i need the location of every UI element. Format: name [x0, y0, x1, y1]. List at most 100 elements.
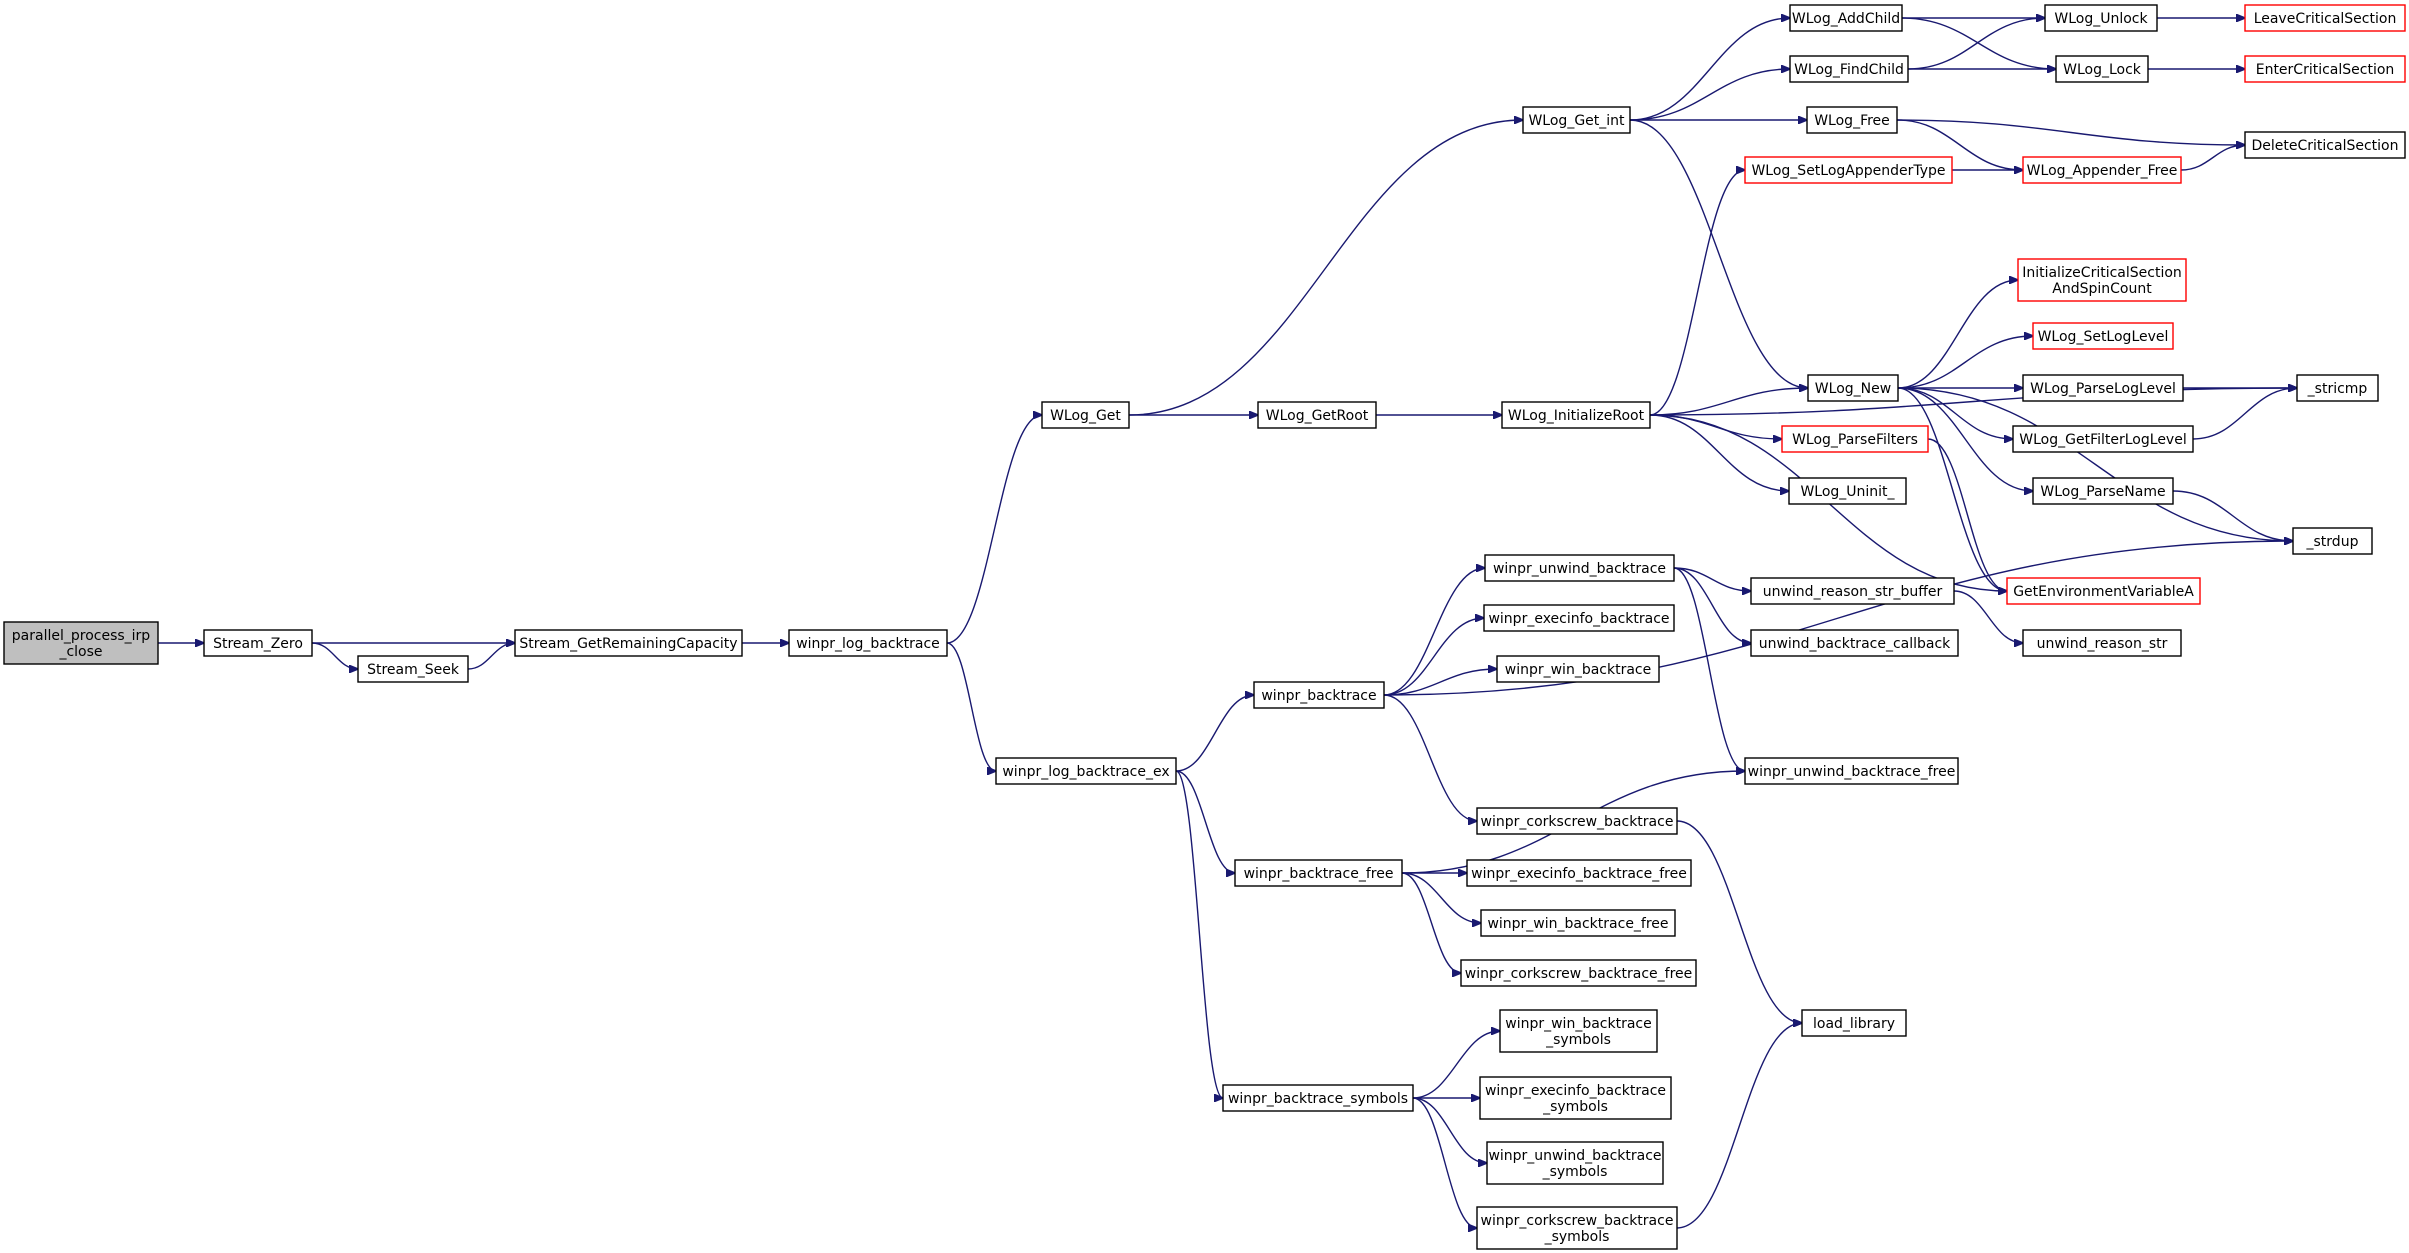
- node-wlog-getroot[interactable]: WLog_GetRoot: [1257, 401, 1377, 429]
- node-wlog-lock[interactable]: WLog_Lock: [2055, 55, 2149, 83]
- node-box[interactable]: [1501, 401, 1651, 429]
- node-root[interactable]: parallel_process_irp_close: [3, 621, 159, 665]
- node-box[interactable]: [1466, 859, 1692, 887]
- node-box[interactable]: [2006, 577, 2201, 605]
- node-box[interactable]: [1496, 655, 1660, 683]
- node-box[interactable]: [2244, 131, 2406, 159]
- node-winpr-backtrace-symbols[interactable]: winpr_backtrace_symbols: [1222, 1084, 1414, 1112]
- node-wlog-findchild[interactable]: WLog_FindChild: [1789, 55, 1909, 83]
- node-box[interactable]: [1484, 554, 1675, 582]
- node-wlog-get[interactable]: WLog_Get: [1041, 401, 1130, 429]
- node-winpr-log-backtrace-ex[interactable]: winpr_log_backtrace_ex: [995, 757, 1177, 785]
- node-unwind-backtrace-callback[interactable]: unwind_backtrace_callback: [1750, 629, 1959, 657]
- node-box[interactable]: [2022, 629, 2182, 657]
- node-box[interactable]: [1222, 1084, 1414, 1112]
- node-unwind-reason-str[interactable]: unwind_reason_str: [2022, 629, 2182, 657]
- node-stream-getremainingcapacity[interactable]: Stream_GetRemainingCapacity: [514, 629, 743, 657]
- node-winpr-win-backtrace[interactable]: winpr_win_backtrace: [1496, 655, 1660, 683]
- node-box[interactable]: [1788, 477, 1907, 505]
- node-getenvironmentvariablea[interactable]: GetEnvironmentVariableA: [2006, 577, 2201, 605]
- node-unwind-reason-str-buffer[interactable]: unwind_reason_str_buffer: [1750, 577, 1955, 605]
- node-box[interactable]: [2012, 425, 2194, 453]
- node-box[interactable]: [1750, 577, 1955, 605]
- node-box[interactable]: [1041, 401, 1130, 429]
- node-box[interactable]: [1807, 374, 1899, 402]
- node-winpr-execinfo-backtrace-free[interactable]: winpr_execinfo_backtrace_free: [1466, 859, 1692, 887]
- node-winpr-backtrace[interactable]: winpr_backtrace: [1253, 681, 1385, 709]
- node-box[interactable]: [1750, 629, 1959, 657]
- node-winpr-corkscrew-backtrace-free[interactable]: winpr_corkscrew_backtrace_free: [1460, 959, 1697, 987]
- node-box[interactable]: [357, 655, 469, 683]
- node-box[interactable]: [1257, 401, 1377, 429]
- node-box[interactable]: [1781, 425, 1929, 453]
- node-box[interactable]: [2032, 477, 2174, 505]
- node-box[interactable]: [2296, 374, 2379, 402]
- node-wlog-parseloglevel[interactable]: WLog_ParseLogLevel: [2022, 374, 2184, 402]
- node-box[interactable]: [995, 757, 1177, 785]
- node-winpr-backtrace-free[interactable]: winpr_backtrace_free: [1234, 859, 1403, 887]
- node-winpr-execinfo-backtrace-symbols[interactable]: winpr_execinfo_backtrace_symbols: [1479, 1076, 1672, 1120]
- node-wlog-getfilterloglevel[interactable]: WLog_GetFilterLogLevel: [2012, 425, 2194, 453]
- node-wlog-initializeroot[interactable]: WLog_InitializeRoot: [1501, 401, 1651, 429]
- node-box[interactable]: [2044, 4, 2158, 32]
- node-box[interactable]: [2244, 55, 2406, 83]
- node-box[interactable]: [203, 629, 313, 657]
- node-wlog-parsefilters[interactable]: WLog_ParseFilters: [1781, 425, 1929, 453]
- node-wlog-free[interactable]: WLog_Free: [1806, 106, 1898, 134]
- node-box[interactable]: [1789, 4, 1903, 32]
- node-box[interactable]: [1801, 1009, 1907, 1037]
- node-entercriticalsection[interactable]: EnterCriticalSection: [2244, 55, 2406, 83]
- node-box[interactable]: [1806, 106, 1898, 134]
- node-wlog-appender-free[interactable]: WLog_Appender_Free: [2022, 156, 2182, 184]
- node-box[interactable]: [1483, 604, 1675, 632]
- node-winpr-win-backtrace-symbols[interactable]: winpr_win_backtrace_symbols: [1499, 1009, 1658, 1053]
- node-box[interactable]: [2055, 55, 2149, 83]
- node-box[interactable]: [788, 629, 948, 657]
- node-wlog-setloglevel[interactable]: WLog_SetLogLevel: [2032, 322, 2174, 350]
- node-stream-zero[interactable]: Stream_Zero: [203, 629, 313, 657]
- node-winpr-execinfo-backtrace[interactable]: winpr_execinfo_backtrace: [1483, 604, 1675, 632]
- node-box[interactable]: [514, 629, 743, 657]
- node-box[interactable]: [1522, 106, 1631, 134]
- node-box[interactable]: [1234, 859, 1403, 887]
- node-box[interactable]: [2244, 4, 2406, 32]
- node-wlog-uninit[interactable]: WLog_Uninit_: [1788, 477, 1907, 505]
- node-box[interactable]: [1486, 1141, 1664, 1185]
- node-box[interactable]: [1460, 959, 1697, 987]
- node-wlog-get-int[interactable]: WLog_Get_int: [1522, 106, 1631, 134]
- node-wlog-parsename[interactable]: WLog_ParseName: [2032, 477, 2174, 505]
- node-box[interactable]: [1476, 807, 1678, 835]
- node-box[interactable]: [1480, 909, 1676, 937]
- node-box[interactable]: [1499, 1009, 1658, 1053]
- node-box[interactable]: [1479, 1076, 1672, 1120]
- node-box[interactable]: [3, 621, 159, 665]
- node-wlog-unlock[interactable]: WLog_Unlock: [2044, 4, 2158, 32]
- node-load-library[interactable]: load_library: [1801, 1009, 1907, 1037]
- node-box[interactable]: [1789, 55, 1909, 83]
- node-box[interactable]: [2292, 527, 2373, 555]
- node-box[interactable]: [1744, 156, 1953, 184]
- node-box[interactable]: [1476, 1206, 1678, 1250]
- node-box[interactable]: [1253, 681, 1385, 709]
- node-box[interactable]: [2022, 374, 2184, 402]
- node-box[interactable]: [2022, 156, 2182, 184]
- node-winpr-corkscrew-backtrace[interactable]: winpr_corkscrew_backtrace: [1476, 807, 1678, 835]
- node-wlog-setlogappendertype[interactable]: WLog_SetLogAppenderType: [1744, 156, 1953, 184]
- node-winpr-unwind-backtrace-symbols[interactable]: winpr_unwind_backtrace_symbols: [1486, 1141, 1664, 1185]
- node-stream-seek[interactable]: Stream_Seek: [357, 655, 469, 683]
- node-winpr-unwind-backtrace-free[interactable]: winpr_unwind_backtrace_free: [1744, 757, 1959, 785]
- node-winpr-log-backtrace[interactable]: winpr_log_backtrace: [788, 629, 948, 657]
- node-winpr-win-backtrace-free[interactable]: winpr_win_backtrace_free: [1480, 909, 1676, 937]
- node-deletecriticalsection[interactable]: DeleteCriticalSection: [2244, 131, 2406, 159]
- node-winpr-unwind-backtrace[interactable]: winpr_unwind_backtrace: [1484, 554, 1675, 582]
- node-leavecriticalsection[interactable]: LeaveCriticalSection: [2244, 4, 2406, 32]
- node-wlog-addchild[interactable]: WLog_AddChild: [1789, 4, 1903, 32]
- node-stricmp[interactable]: _stricmp: [2296, 374, 2379, 402]
- node-box[interactable]: [2017, 258, 2187, 302]
- node-wlog-new[interactable]: WLog_New: [1807, 374, 1899, 402]
- node-winpr-corkscrew-backtrace-symbols[interactable]: winpr_corkscrew_backtrace_symbols: [1476, 1206, 1678, 1250]
- node-box[interactable]: [2032, 322, 2174, 350]
- node-strdup[interactable]: _strdup: [2292, 527, 2373, 555]
- node-box[interactable]: [1744, 757, 1959, 785]
